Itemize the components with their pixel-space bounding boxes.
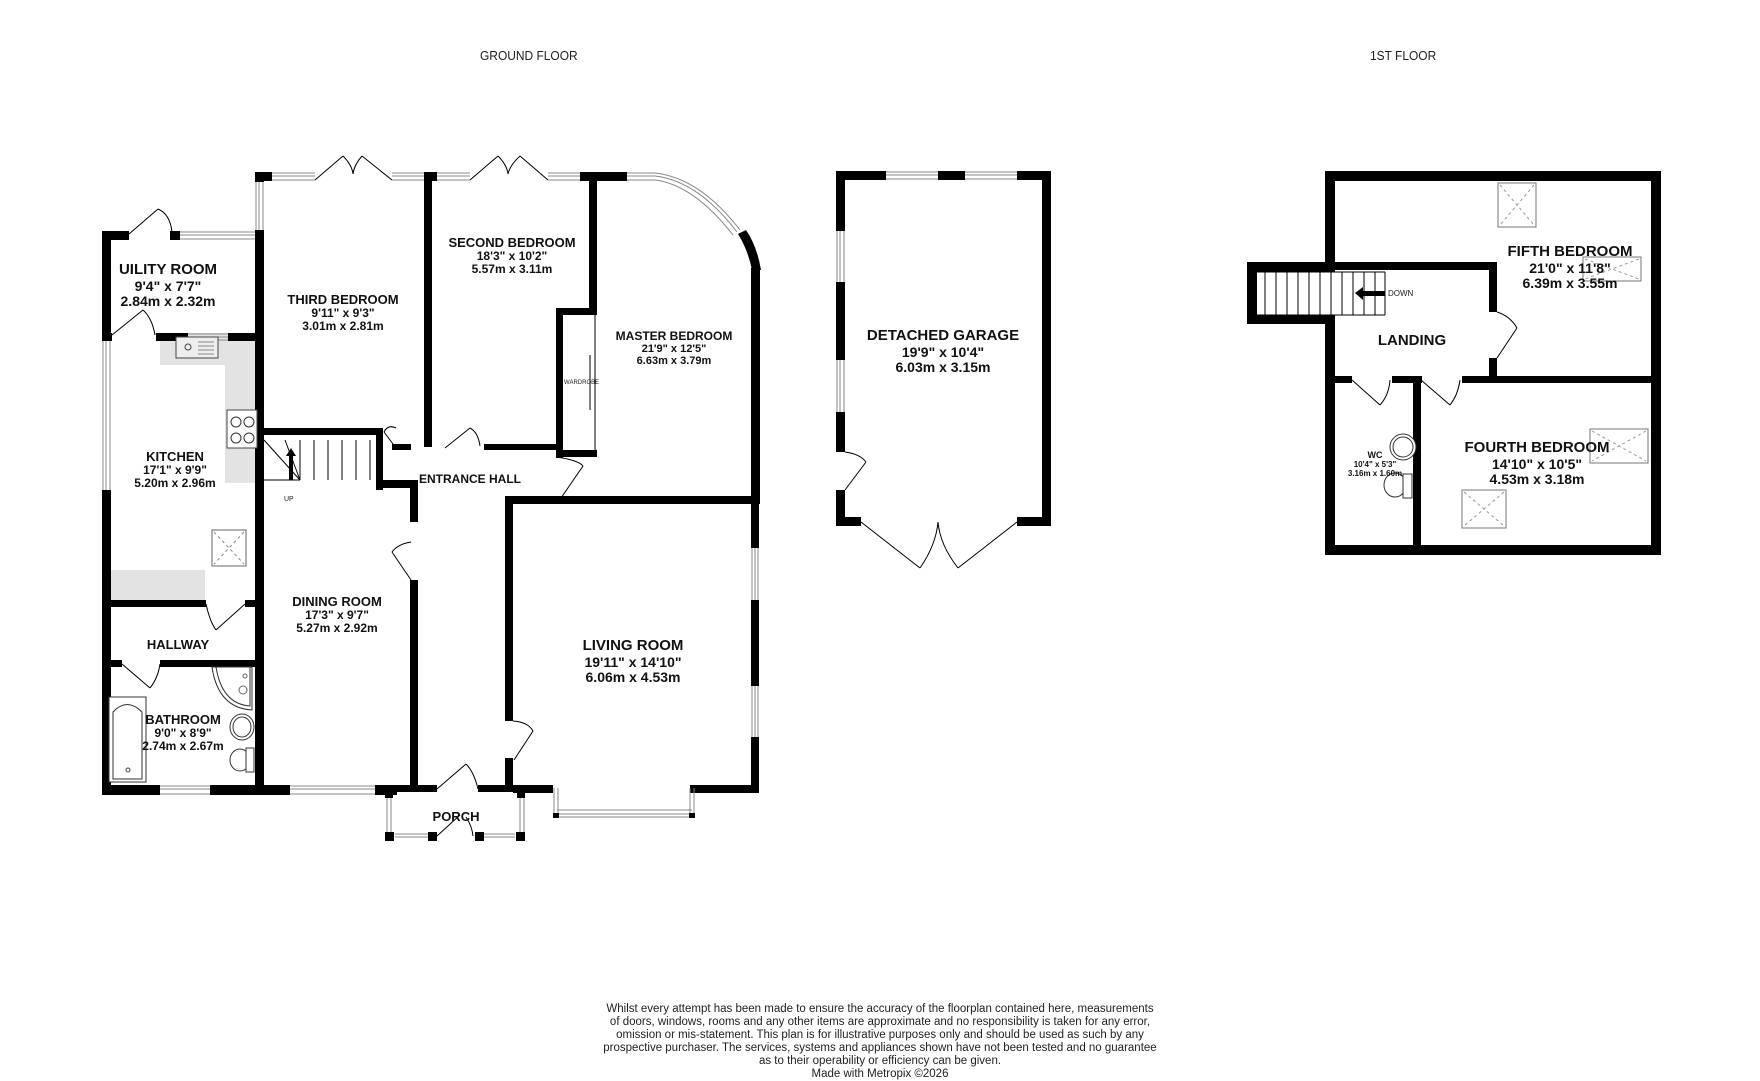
room-dim-imperial: 19'11" x 14'10" [584,653,682,670]
room-dim-metric: 2.74m x 2.67m [142,739,224,754]
garage-plan [836,171,1051,569]
room-dim-imperial: 21'9" x 12'5" [641,343,707,356]
room-dim-metric: 5.20m x 2.96m [134,476,216,491]
room-dim-metric: 6.39m x 3.55m [1522,274,1618,291]
room-name: KITCHEN [146,449,204,464]
disclaimer: Whilst every attempt has been made to en… [0,1003,1760,1081]
stairs-down-label: DOWN [1388,289,1414,298]
room-name: MASTER BEDROOM [615,329,733,343]
room-dim-imperial: 9'4" x 7'7" [134,277,202,294]
room-label-third-bedroom: THIRD BEDROOM 9'11" x 9'3" 3.01m x 2.81m [287,292,399,334]
ground-floor-title: GROUND FLOOR [480,48,578,63]
disclaimer-line: Whilst every attempt has been made to en… [606,1003,1154,1015]
room-name: ENTRANCE HALL [419,472,521,486]
room-label-living-room: LIVING ROOM 19'11" x 14'10" 6.06m x 4.53… [582,637,684,685]
room-label-fourth-bedroom: FOURTH BEDROOM 14'10" x 10'5" 4.53m x 3.… [1464,439,1610,487]
room-dim-imperial: 19'9" x 10'4" [901,343,985,360]
first-floor-title: 1ST FLOOR [1370,48,1437,63]
disclaimer-line: as to their operability or efficiency ca… [758,1055,1002,1067]
room-dim-metric: 2.84m x 2.32m [120,292,216,309]
disclaimer-line: of doors, windows, rooms and any other i… [609,1016,1151,1028]
room-name: THIRD BEDROOM [287,292,399,307]
first-floor-plan [1247,171,1661,555]
room-dim-metric: 6.06m x 4.53m [585,668,681,685]
room-dim-imperial: 21'0" x 11'8" [1529,259,1611,276]
room-name: WC [1367,450,1383,460]
stairs-up-label: UP [284,496,294,503]
room-dim-metric: 5.57m x 3.11m [471,262,553,277]
room-label-master-bedroom: MASTER BEDROOM 21'9" x 12'5" 6.63m x 3.7… [615,329,733,368]
room-dim-imperial: 17'1" x 9'9" [143,463,207,478]
room-dim-imperial: 10'4" x 5'3" [1353,459,1397,469]
room-dim-imperial: 17'3" x 9'7" [305,608,369,623]
room-dim-metric: 6.63m x 3.79m [636,355,712,368]
room-dim-imperial: 9'11" x 9'3" [311,306,375,321]
wardrobe-label: WARDROBE [564,380,600,386]
room-label-hallway: HALLWAY [146,637,210,652]
room-name: UILITY ROOM [118,261,218,278]
room-name: FIFTH BEDROOM [1507,243,1633,260]
room-dim-metric: 4.53m x 3.18m [1489,470,1585,487]
room-name: SECOND BEDROOM [448,235,576,250]
room-label-wc: WC 10'4" x 5'3" 3.16m x 1.60m [1347,450,1403,478]
room-dim-metric: 6.03m x 3.15m [895,358,991,375]
room-label-utility: UILITY ROOM 9'4" x 7'7" 2.84m x 2.32m [118,261,218,309]
room-label-bathroom: BATHROOM 9'0" x 8'9" 2.74m x 2.67m [142,712,224,754]
disclaimer-line: omission or mis-statement. This plan is … [616,1029,1144,1041]
credit-text: Made with Metropix ©2026 [811,1068,949,1080]
room-dim-imperial: 14'10" x 10'5" [1491,455,1582,472]
disclaimer-line: prospective purchaser. The services, sys… [603,1042,1157,1054]
room-dim-metric: 5.27m x 2.92m [296,621,378,636]
room-label-second-bedroom: SECOND BEDROOM 18'3" x 10'2" 5.57m x 3.1… [448,235,576,277]
room-label-fifth-bedroom: FIFTH BEDROOM 21'0" x 11'8" 6.39m x 3.55… [1507,243,1633,291]
room-label-garage: DETACHED GARAGE 19'9" x 10'4" 6.03m x 3.… [866,327,1020,375]
room-name: DINING ROOM [292,594,382,609]
room-name: PORCH [432,809,480,824]
room-dim-metric: 3.01m x 2.81m [302,319,384,334]
room-name: FOURTH BEDROOM [1464,439,1610,456]
room-label-porch: PORCH [432,809,480,824]
room-name: BATHROOM [145,712,221,727]
room-label-kitchen: KITCHEN 17'1" x 9'9" 5.20m x 2.96m [134,449,216,491]
room-label-landing: LANDING [1377,332,1447,350]
room-dim-metric: 3.16m x 1.60m [1347,468,1403,478]
room-label-dining-room: DINING ROOM 17'3" x 9'7" 5.27m x 2.92m [292,594,382,636]
room-label-entrance-hall: ENTRANCE HALL [419,472,521,486]
room-dim-imperial: 18'3" x 10'2" [476,249,548,264]
room-name: HALLWAY [146,637,210,652]
room-name: LIVING ROOM [582,637,684,654]
kitchen-worktop [225,333,260,483]
kitchen-worktop [110,570,205,605]
ground-floor-plan [102,155,761,841]
room-name: DETACHED GARAGE [866,327,1020,344]
room-name: LANDING [1377,332,1447,349]
room-dim-imperial: 9'0" x 8'9" [154,726,212,741]
